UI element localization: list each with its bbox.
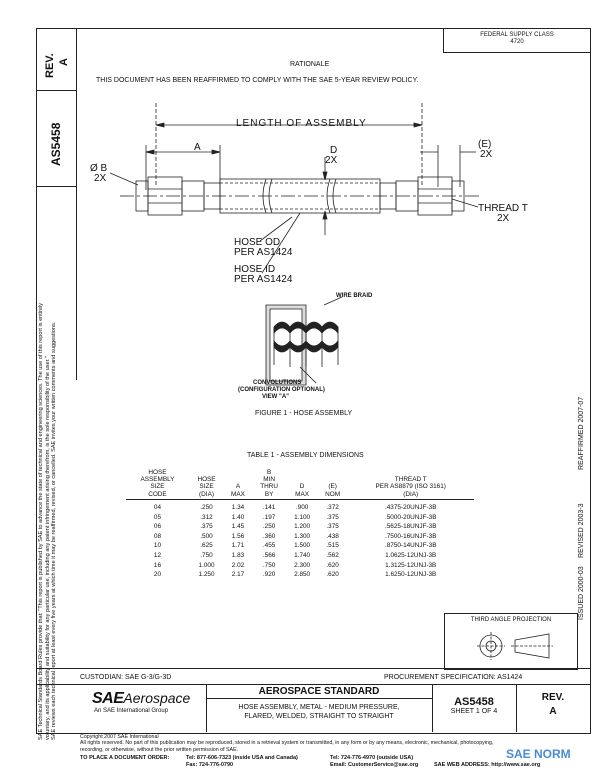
order-label: TO PLACE A DOCUMENT ORDER: <box>80 755 170 761</box>
thread-qty: 2X <box>497 213 510 224</box>
hose-od-ref: PER AS1424 <box>234 247 293 258</box>
dim-a-label: A <box>194 142 201 153</box>
revised-date: REVISED 2003-3 <box>578 503 585 558</box>
page-frame <box>36 28 591 734</box>
table-title: TABLE 1 - ASSEMBLY DIMENSIONS <box>247 452 364 459</box>
custodian-label: CUSTODIAN: SAE G-3/G-3D <box>80 674 172 681</box>
rev-label-vertical: REV. <box>44 53 56 78</box>
wire-braid-label: WIRE BRAID <box>336 293 373 299</box>
view-a-label: VIEW "A" <box>262 394 290 400</box>
fax: Fax: 724-776-0790 <box>186 762 234 768</box>
rev-value: A <box>549 706 557 717</box>
figure-caption: FIGURE 1 - HOSE ASSEMBLY <box>255 410 353 417</box>
projection-box: THIRD ANGLE PROJECTION <box>444 613 578 670</box>
rev-value-vertical: A <box>58 58 70 66</box>
supply-class-box: FEDERAL SUPPLY CLASS 4720 <box>443 28 590 53</box>
tel-inside: Tel: 877-606-7323 (inside USA and Canada… <box>186 755 298 761</box>
dim-e-label: (E) <box>478 139 492 150</box>
hose-od-label: HOSE OD <box>234 237 281 248</box>
dim-e-qty: 2X <box>480 149 493 160</box>
doc-desc-line1: HOSE ASSEMBLY, METAL - MEDIUM PRESSURE, <box>238 704 400 711</box>
doc-number: AS5458 <box>454 696 494 708</box>
reaffirmed-date: REAFFIRMED 2007-07 <box>578 396 585 470</box>
doc-type-title: AEROSPACE STANDARD <box>258 686 380 697</box>
supply-class-value: 4720 <box>510 39 524 45</box>
hose-id-ref: PER AS1424 <box>234 274 293 285</box>
rationale-heading: RATIONALE <box>290 61 330 68</box>
dim-d-qty: 2X <box>325 155 338 166</box>
issued-date: ISSUED 2000-03 <box>578 566 585 620</box>
procurement-spec: PROCUREMENT SPECIFICATION: AS1424 <box>384 674 523 681</box>
legal-text: SAE Technical Standards Board Rules prov… <box>38 302 58 740</box>
hose-assembly-drawing <box>109 103 480 386</box>
dim-b-label: Ø B <box>90 163 108 174</box>
config-optional-label: (CONFIGURATION OPTIONAL) <box>238 387 325 393</box>
dim-b-qty: 2X <box>94 173 107 184</box>
sae-aerospace-logo: SAEAerospace An SAE International Group <box>92 690 191 714</box>
web-address: SAE WEB ADDRESS: http://www.sae.org <box>434 762 541 768</box>
dim-d-label: D <box>330 145 338 156</box>
col-e: (E)NOM <box>317 469 348 500</box>
projection-label: THIRD ANGLE PROJECTION <box>470 617 552 623</box>
doc-desc-line2: FLARED, WELDED, STRAIGHT TO STRAIGHT <box>244 713 394 720</box>
projection-symbol-icon <box>477 632 553 660</box>
convolutions-label: CONVOLUTIONS <box>253 380 302 386</box>
rev-label: REV. <box>541 692 565 703</box>
sheet-number: SHEET 1 OF 4 <box>450 708 498 715</box>
sae-norm-watermark: SAE NORM <box>506 747 571 761</box>
title-column <box>36 28 77 380</box>
footer-text: Copyright 2007 SAE International All rig… <box>80 734 494 753</box>
supply-class-label: FEDERAL SUPPLY CLASS <box>480 32 554 38</box>
rationale-text: THIS DOCUMENT HAS BEEN REAFFIRMED TO COM… <box>96 77 419 84</box>
email: Email: CustomerService@sae.org <box>330 762 419 768</box>
length-of-assembly-label: LENGTH OF ASSEMBLY <box>236 118 367 129</box>
thread-label: THREAD T <box>478 203 528 214</box>
doc-number-vertical: AS5458 <box>49 122 63 166</box>
hose-id-label: HOSE ID <box>234 264 276 275</box>
tel-outside: Tel: 724-776-4970 (outside USA) <box>330 755 414 761</box>
